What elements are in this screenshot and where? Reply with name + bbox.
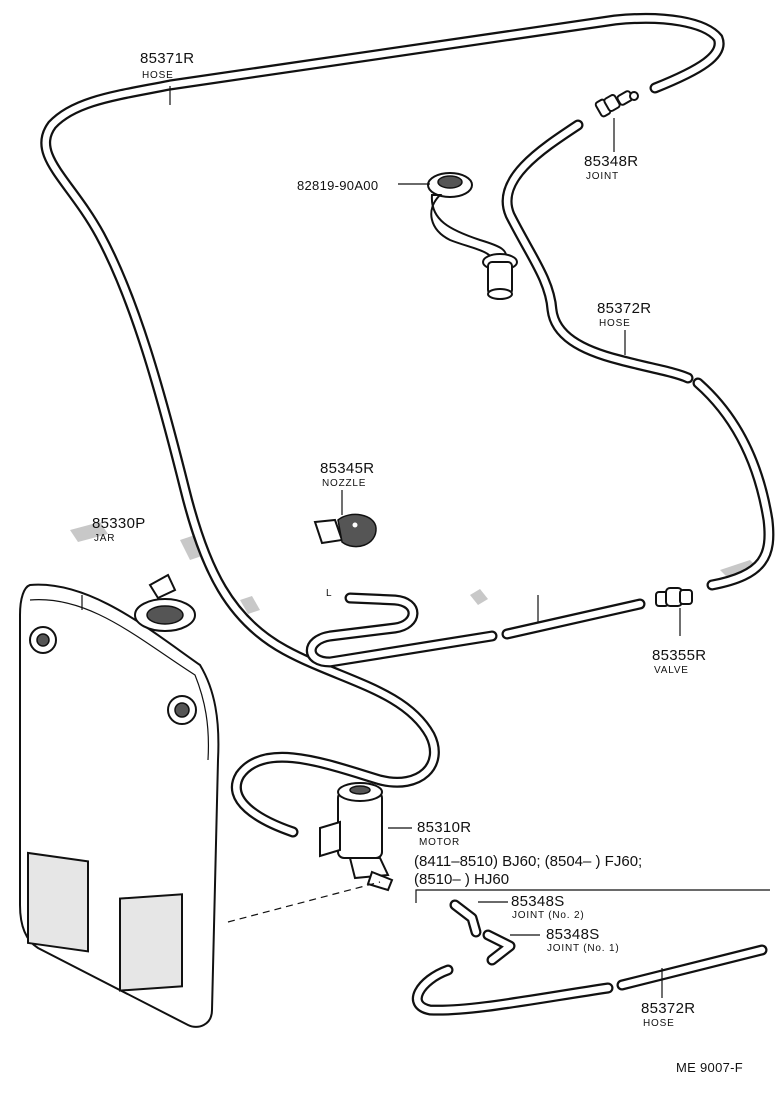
label-85348s-no2-name: JOINT (No. 2) <box>512 910 584 921</box>
label-85371r-name: HOSE <box>142 70 174 81</box>
applicability-line-1: (8411–8510) BJ60; (8504– ) FJ60; <box>414 853 642 870</box>
jar-85330p <box>19 573 220 1028</box>
label-82819-part: 82819-90A00 <box>297 178 378 193</box>
hose-85371r <box>40 12 725 838</box>
label-85372r-right-name: HOSE <box>599 318 631 329</box>
hose-85372r-lower <box>411 944 768 1016</box>
joint-85348s-no2 <box>449 899 482 938</box>
label-85348r-part: 85348R <box>584 153 638 170</box>
label-85330p-part: 85330P <box>92 515 146 532</box>
applicability-line-2: (8510– ) HJ60 <box>414 871 509 888</box>
label-85310r-name: MOTOR <box>419 837 460 848</box>
label-l-mark: L <box>326 588 332 599</box>
label-85348s-no1-name: JOINT (No. 1) <box>547 943 619 954</box>
label-85371r-part: 85371R <box>140 50 194 67</box>
label-85330p-name: JAR <box>94 533 115 544</box>
label-85348s-no2-part: 85348S <box>511 893 565 910</box>
label-85348s-no1-part: 85348S <box>546 926 600 943</box>
nozzle-85345r <box>313 513 377 548</box>
label-85372r-lower-name: HOSE <box>643 1018 675 1029</box>
hose-left-l <box>305 592 498 668</box>
label-85310r-part: 85310R <box>417 819 471 836</box>
motor-85310r <box>319 782 394 892</box>
label-85355r-part: 85355R <box>652 647 706 664</box>
label-85345r-name: NOZZLE <box>322 478 366 489</box>
figure-code: ME 9007-F <box>676 1060 743 1075</box>
leader-lines <box>81 86 770 998</box>
hose-straight-to-valve <box>501 598 646 640</box>
hose-upper-right-stub <box>501 119 694 384</box>
label-85355r-name: VALVE <box>654 665 689 676</box>
joint-85348r <box>594 90 639 118</box>
label-85372r-lower-part: 85372R <box>641 1000 695 1017</box>
label-85345r-part: 85345R <box>320 460 374 477</box>
joint-85348s-no1 <box>482 929 516 966</box>
label-85372r-right-part: 85372R <box>597 300 651 317</box>
grommet-82819-90a00 <box>427 172 518 300</box>
label-85348r-name: JOINT <box>586 171 619 182</box>
hose-85372r-right <box>692 377 775 591</box>
valve-85355r <box>655 587 693 607</box>
